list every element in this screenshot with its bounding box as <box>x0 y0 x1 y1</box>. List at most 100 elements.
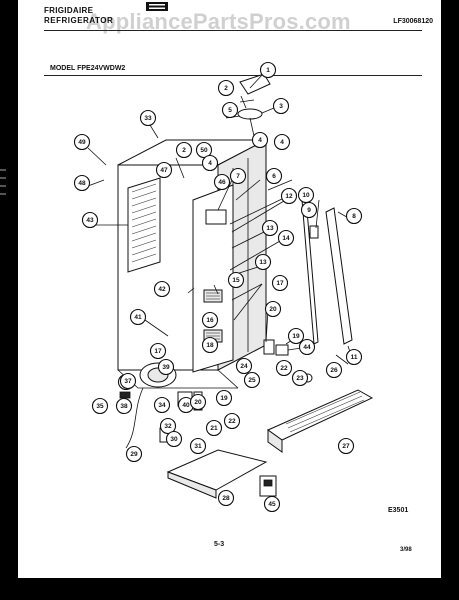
callout-circle <box>227 271 245 289</box>
callout-number: 38 <box>120 403 128 410</box>
callout-number: 8 <box>352 213 356 220</box>
callout-number: 6 <box>272 173 276 180</box>
callout-circle <box>297 186 315 204</box>
callout-13: 13 <box>261 219 279 237</box>
callout-circle <box>277 229 295 247</box>
callout-circle <box>261 219 279 237</box>
callout-circle <box>119 372 137 390</box>
callout-27: 27 <box>337 437 355 455</box>
callout-number: 26 <box>330 367 338 374</box>
callout-26: 26 <box>325 361 343 379</box>
callout-number: 13 <box>266 225 274 232</box>
callout-number: 27 <box>342 443 350 450</box>
callout-circle <box>243 371 261 389</box>
leader-lines <box>87 74 353 359</box>
callout-number: 18 <box>206 342 214 349</box>
callout-23: 23 <box>291 369 309 387</box>
date-code: 3/98 <box>400 547 412 553</box>
callout-22: 22 <box>275 359 293 377</box>
callout-circle <box>300 201 318 219</box>
callout-circle <box>254 253 272 271</box>
callout-number: 17 <box>276 280 284 287</box>
callout-circle <box>157 358 175 376</box>
liner-panel <box>192 184 234 373</box>
callout-number: 49 <box>78 139 86 146</box>
header-divider <box>44 30 422 31</box>
callout-20: 20 <box>264 300 282 318</box>
callout-43: 43 <box>81 211 99 229</box>
callout-circle <box>287 327 305 345</box>
callout-37: 37 <box>119 372 137 390</box>
callout-circle <box>259 61 277 79</box>
page-number: 5-3 <box>214 541 225 548</box>
callout-9: 9 <box>300 201 318 219</box>
callout-4: 4 <box>201 154 219 172</box>
callout-number: 30 <box>170 436 178 443</box>
callout-14: 14 <box>277 229 295 247</box>
callout-number: 5 <box>228 107 232 114</box>
model-number: MODEL FPE24VWDW2 <box>50 65 126 72</box>
callout-number: 41 <box>134 314 142 321</box>
callout-circle <box>149 342 167 360</box>
callout-8: 8 <box>345 207 363 225</box>
callout-number: 17 <box>154 348 162 355</box>
callout-circle <box>115 397 133 415</box>
callout-39: 39 <box>157 358 175 376</box>
callout-47: 47 <box>155 161 173 179</box>
callout-circle <box>139 109 157 127</box>
callout-49: 49 <box>73 133 91 151</box>
callout-number: 19 <box>220 395 228 402</box>
callout-number: 13 <box>259 259 267 266</box>
callout-19: 19 <box>215 389 233 407</box>
callout-circle <box>73 133 91 151</box>
callout-31: 31 <box>189 437 207 455</box>
callout-12: 12 <box>280 187 298 205</box>
callout-number: 32 <box>164 423 172 430</box>
callout-number: 48 <box>78 180 86 187</box>
callout-number: 44 <box>303 344 311 351</box>
callout-38: 38 <box>115 397 133 415</box>
side-tubes <box>301 197 353 345</box>
callout-17: 17 <box>149 342 167 360</box>
callout-circle <box>223 412 241 430</box>
page-edge-marks <box>0 169 6 195</box>
callout-number: 19 <box>292 333 300 340</box>
callout-circle <box>73 174 91 192</box>
callout-circle <box>195 141 213 159</box>
callout-circle <box>265 167 283 185</box>
callout-number: 42 <box>158 286 166 293</box>
callout-42: 42 <box>153 280 171 298</box>
callout-circle <box>235 357 253 375</box>
callout-30: 30 <box>165 430 183 448</box>
callout-4: 4 <box>251 131 269 149</box>
callout-6: 6 <box>265 167 283 185</box>
callout-41: 41 <box>129 308 147 326</box>
callout-20: 20 <box>189 393 207 411</box>
callout-number: 35 <box>96 403 104 410</box>
callout-34: 34 <box>153 396 171 414</box>
top-bracket-part <box>237 73 271 120</box>
parts-diagram-sheet: AppliancePartsPros.com FRIGIDAIRE REFRIG… <box>18 0 441 578</box>
callout-44: 44 <box>298 338 316 356</box>
callout-number: 7 <box>236 173 240 180</box>
callout-number: 4 <box>280 139 284 146</box>
evaporator-panel <box>127 177 161 273</box>
callout-number: 1 <box>266 67 270 74</box>
callout-circle <box>201 154 219 172</box>
callout-number: 16 <box>206 317 214 324</box>
callout-number: 15 <box>232 277 240 284</box>
callout-number: 4 <box>258 137 262 144</box>
callout-18: 18 <box>201 336 219 354</box>
callout-48: 48 <box>73 174 91 192</box>
callout-28: 28 <box>217 489 235 507</box>
brand-logo-icon <box>146 2 168 11</box>
callout-circle <box>91 397 109 415</box>
callout-45: 45 <box>263 495 281 513</box>
callout-3: 3 <box>272 97 290 115</box>
callout-7: 7 <box>229 167 247 185</box>
exploded-parts-drawing: 1234543349482504744676109843121314134215… <box>73 61 374 513</box>
callout-circle <box>217 79 235 97</box>
callout-number: 12 <box>285 193 293 200</box>
callout-circle <box>263 495 281 513</box>
